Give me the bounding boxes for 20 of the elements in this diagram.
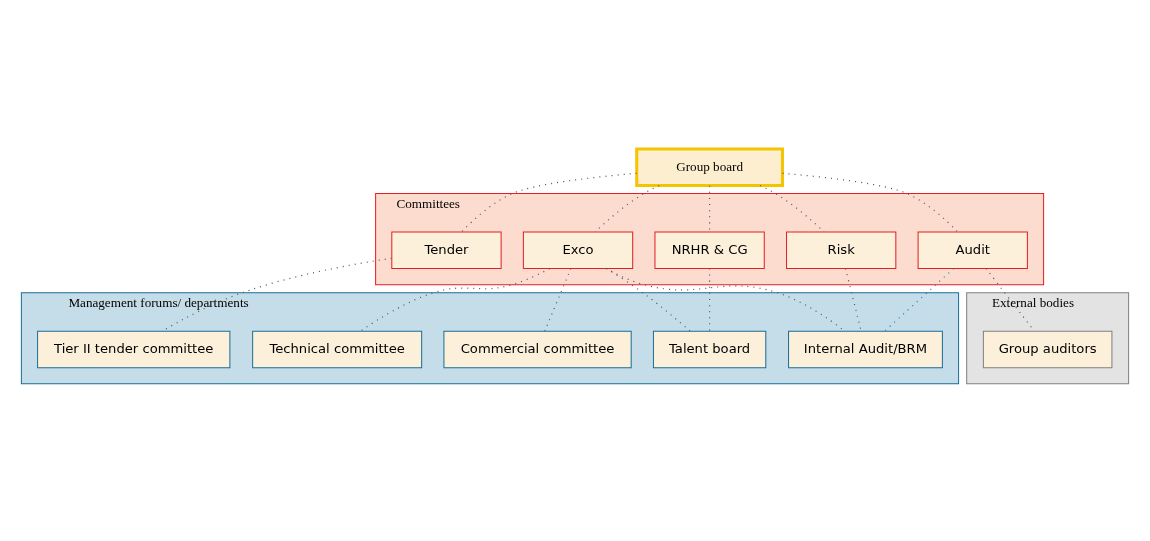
node-box: Group auditors <box>982 330 1113 369</box>
connector <box>782 172 959 233</box>
connector <box>594 185 660 233</box>
node-box: Internal Audit/BRM <box>788 330 943 369</box>
connector <box>759 185 825 233</box>
node-box: NRHR & CG <box>654 231 765 269</box>
node-box: Exco <box>522 231 634 269</box>
node-box: Talent board <box>652 330 767 369</box>
node-box: Commercial committee <box>443 330 632 369</box>
node-box: Risk <box>786 231 897 269</box>
node-box: Tender <box>391 231 502 269</box>
node-box: Tier II tender committee <box>37 330 231 369</box>
connector <box>709 268 711 332</box>
node-box: Technical committee <box>252 330 423 369</box>
connector <box>883 268 955 332</box>
connector <box>606 267 691 332</box>
connector <box>360 268 551 332</box>
node-box: Audit <box>917 231 1028 269</box>
connector <box>461 172 638 233</box>
node-box: Group board <box>635 147 784 187</box>
